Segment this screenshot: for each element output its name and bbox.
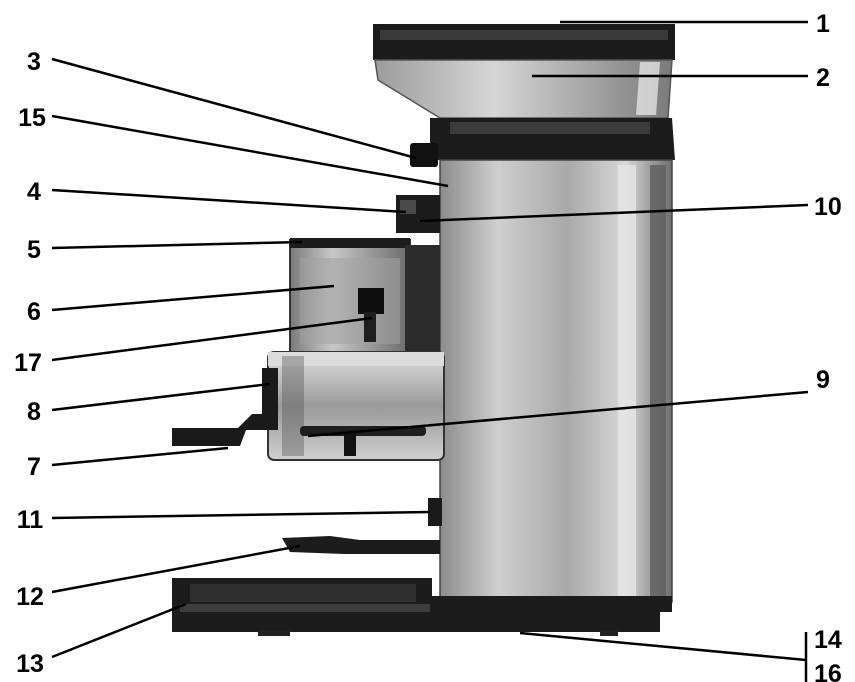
label-6: 6	[27, 298, 41, 326]
main-body-housing	[439, 159, 673, 603]
label-2: 2	[816, 64, 830, 92]
portafilter-rest	[282, 536, 440, 554]
label-10: 10	[814, 193, 842, 221]
label-13: 13	[16, 650, 44, 678]
label-1: 1	[816, 10, 830, 38]
label-11: 11	[17, 506, 44, 534]
leader-13	[51, 602, 187, 659]
hopper-lid	[373, 24, 675, 60]
leader-14-16	[519, 631, 807, 662]
label-5: 5	[27, 236, 41, 264]
label-15: 15	[18, 104, 46, 132]
label-14: 14	[814, 626, 842, 654]
leader-lines	[51, 20, 809, 682]
doser-handle	[172, 368, 278, 446]
grind-outlet	[428, 498, 442, 526]
leader-8	[51, 382, 271, 412]
label-16: 16	[814, 660, 842, 682]
label-12: 12	[16, 583, 44, 611]
callout-labels: 1 2 3 15 4 10 5 6 17 9 8 7 11 12 13 14 1…	[14, 10, 842, 682]
hopper-release-button	[410, 143, 438, 167]
label-9: 9	[816, 366, 830, 394]
leader-10	[419, 203, 809, 223]
bean-hopper	[374, 59, 673, 119]
leader-17	[51, 316, 373, 362]
leader-15	[51, 114, 449, 188]
leader-11	[51, 510, 431, 520]
label-3: 3	[27, 48, 41, 76]
label-7: 7	[27, 453, 41, 481]
label-4: 4	[27, 178, 41, 206]
leader-3	[51, 57, 417, 160]
grinder-illustration	[172, 24, 675, 636]
leader-9	[307, 390, 809, 438]
leader-5	[51, 240, 303, 250]
leader-6	[51, 284, 335, 312]
leader-4	[51, 188, 407, 214]
label-17: 17	[14, 349, 42, 377]
leader-12	[51, 544, 301, 594]
label-8: 8	[27, 398, 41, 426]
leader-7	[51, 446, 229, 467]
dosing-lever	[358, 288, 384, 314]
